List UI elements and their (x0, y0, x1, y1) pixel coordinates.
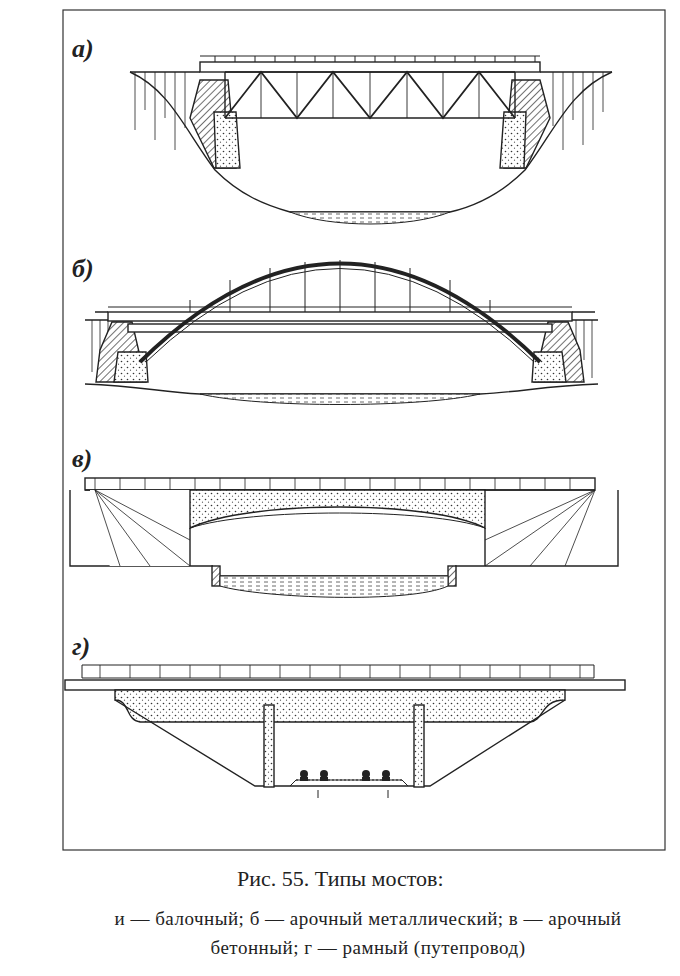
concrete-arch-bridge-part (110, 490, 190, 566)
figure-caption: Рис. 55. Типы мостов: (237, 866, 444, 892)
concrete-arch-bridge-part (212, 566, 220, 586)
concrete-arch-bridge-part (95, 490, 190, 566)
frame-bridge-part-part (300, 770, 308, 778)
concrete-arch-bridge-part (190, 490, 485, 528)
caption-legend: и — балочный; б — арочный металлический;… (70, 904, 666, 963)
metal-arch-bridge-part (200, 394, 480, 405)
concrete-arch-bridge-part (90, 490, 190, 566)
frame-bridge-part (414, 705, 424, 787)
frame-bridge (65, 665, 625, 798)
frame-bridge-part (115, 690, 565, 722)
concrete-arch-bridge (70, 478, 618, 597)
metal-arch-bridge-part (128, 324, 552, 332)
metal-arch-bridge-part (95, 311, 595, 312)
frame-bridge-part (82, 665, 594, 678)
frame-bridge-part-part (362, 777, 370, 781)
concrete-arch-bridge-part (85, 478, 595, 490)
frame-bridge-part (115, 700, 565, 786)
concrete-arch-bridge-part (220, 576, 448, 597)
frame-bridge-part (100, 665, 580, 678)
beam-bridge-part (290, 212, 450, 224)
concrete-arch-bridge-part (485, 490, 595, 566)
beam-bridge-part (130, 72, 612, 212)
metal-arch-bridge-part (92, 320, 592, 380)
beam-bridge-part (200, 62, 540, 72)
beam-bridge-part (200, 56, 540, 62)
beam-bridge (130, 56, 612, 224)
metal-arch-bridge-part (190, 260, 490, 312)
figure-frame (63, 10, 665, 850)
concrete-arch-bridge-part (190, 490, 485, 566)
frame-bridge-part-part (320, 770, 328, 778)
concrete-arch-bridge-part (70, 490, 618, 566)
concrete-arch-bridge-part (190, 513, 485, 528)
frame-bridge-part-part (300, 777, 308, 781)
concrete-arch-bridge-part (95, 478, 570, 490)
beam-bridge-part (500, 112, 526, 168)
frame-bridge-part-part (320, 777, 328, 781)
beam-bridge-part (225, 72, 515, 118)
frame-bridge-part (318, 790, 388, 798)
metal-arch-bridge-part (108, 312, 572, 321)
concrete-arch-bridge-part (448, 566, 456, 586)
frame-bridge-part (264, 705, 274, 787)
beam-bridge-part (225, 72, 515, 118)
frame-bridge-part-part (382, 770, 390, 778)
figure-letter: б) (70, 256, 96, 282)
frame-bridge-part (65, 680, 625, 690)
concrete-arch-bridge-part (190, 528, 485, 566)
beam-bridge-part (214, 112, 240, 168)
figure-letter: в) (70, 446, 94, 472)
metal-arch-bridge-part (85, 384, 598, 394)
frame-bridge-part-part (362, 770, 370, 778)
figure-letter: а) (70, 36, 96, 62)
metal-arch-bridge (85, 260, 598, 405)
figure-letter: г) (70, 634, 92, 660)
frame-bridge-part (300, 770, 390, 781)
beam-bridge-part (261, 72, 479, 118)
frame-bridge-part-part (382, 777, 390, 781)
